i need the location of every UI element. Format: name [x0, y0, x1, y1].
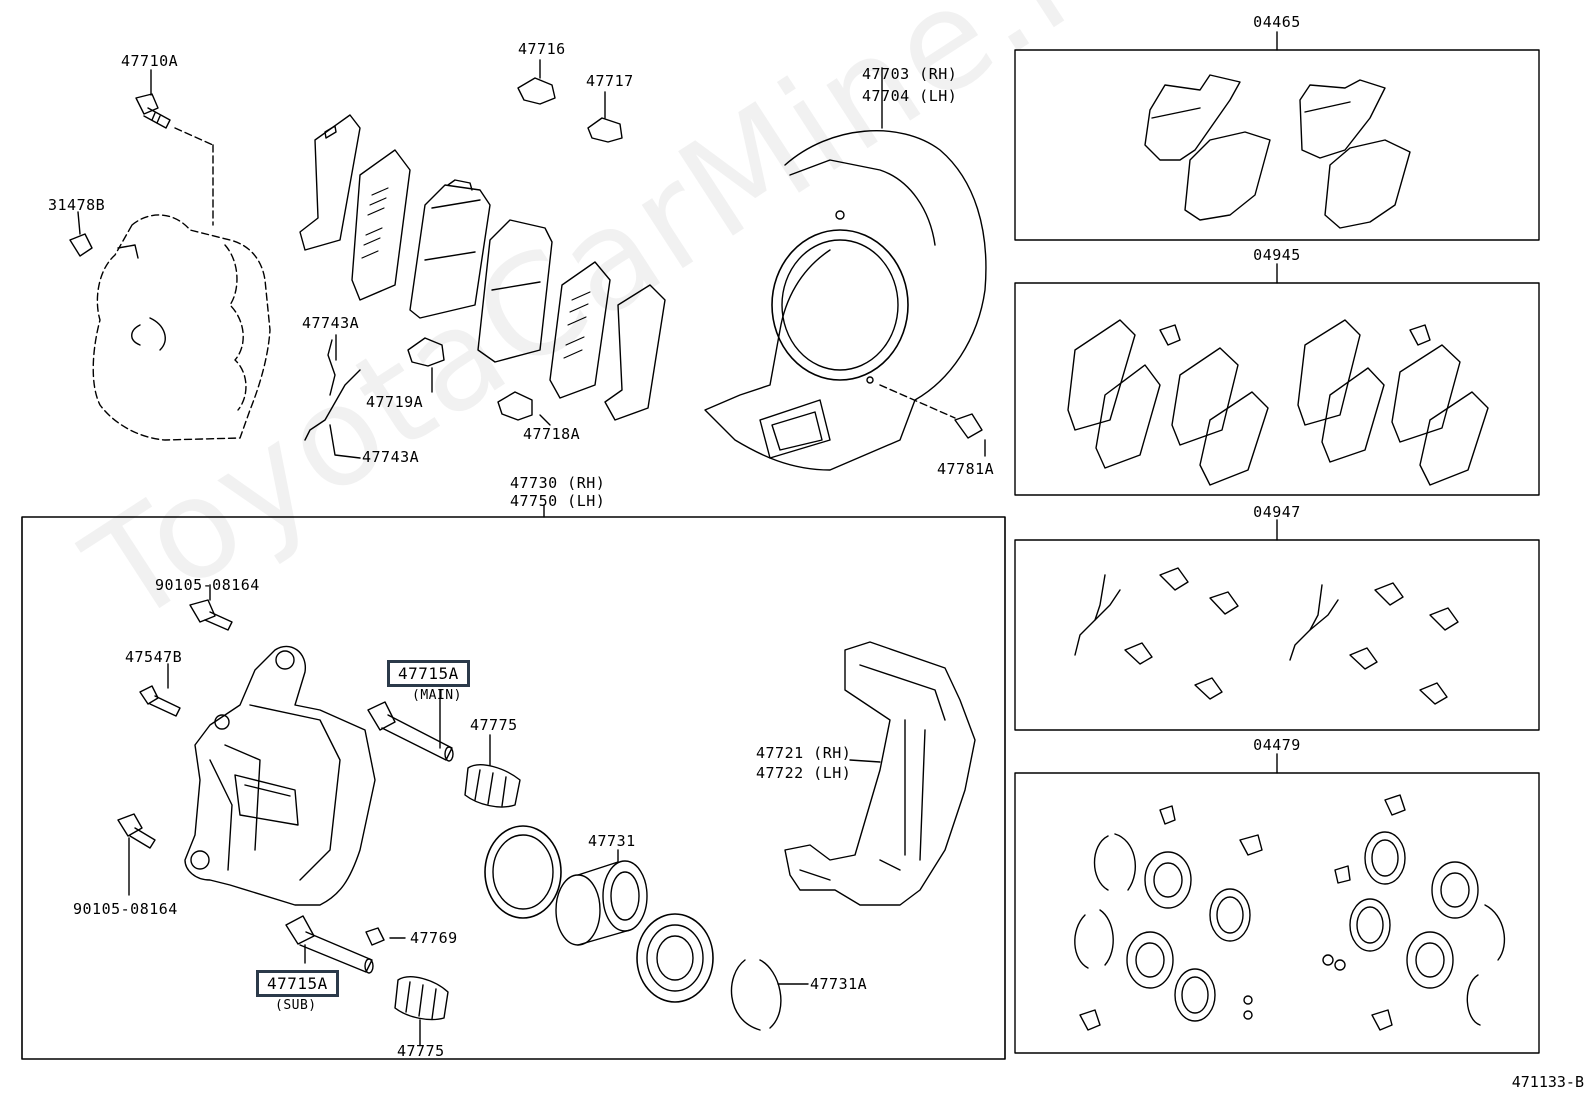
label-47704: 47704 (LH)	[862, 87, 958, 105]
label-47730: 47730 (RH)	[510, 474, 606, 492]
anti-squeal-shim-left	[299, 114, 361, 251]
label-47716: 47716	[518, 40, 566, 58]
pad-support-plate-47716	[517, 59, 556, 105]
bolt-90105-bottom	[117, 813, 156, 896]
label-kit-04465: 04465	[1253, 13, 1301, 31]
label-47722: 47722 (LH)	[756, 764, 852, 782]
label-kit-04479: 04479	[1253, 736, 1301, 754]
pad-support-plate-47719A	[407, 337, 445, 393]
pad-wear-indicator-47743A	[304, 334, 361, 459]
diagram-code: 471133-B	[1511, 1073, 1584, 1091]
kit-04947-frame	[1014, 539, 1540, 731]
label-47717: 47717	[586, 72, 634, 90]
highlight-47715A-sub[interactable]: 47715A	[256, 970, 339, 997]
cylinder-boot-bottom	[394, 976, 449, 1046]
label-47710A: 47710A	[121, 52, 179, 70]
label-47743A-bottom: 47743A	[362, 448, 420, 466]
caliper-cylinder-body	[184, 645, 376, 906]
bolt-90105-top	[189, 584, 233, 631]
label-47775-bottom: 47775	[397, 1042, 445, 1060]
note-sub: (SUB)	[275, 998, 317, 1013]
cylinder-boot-top	[464, 734, 521, 808]
kit-04945-frame	[1014, 282, 1540, 496]
anti-squeal-shim-right	[604, 284, 666, 421]
label-47718A: 47718A	[523, 425, 581, 443]
pad-shim-inner-right	[549, 261, 611, 399]
pad-support-plate-47718A	[497, 391, 551, 426]
slide-pin-sub	[285, 915, 374, 974]
kit-04945-parts	[1067, 319, 1489, 486]
label-47731A: 47731A	[810, 975, 868, 993]
label-47775-top: 47775	[470, 716, 518, 734]
label-47547B: 47547B	[125, 648, 183, 666]
piston-seal	[484, 825, 562, 919]
brake-pad-outer	[477, 219, 553, 363]
bleeder-plug-47547B	[139, 663, 181, 717]
pad-support-plate-47717	[587, 91, 623, 143]
label-31478B: 31478B	[48, 196, 106, 214]
kit-04479-parts	[1074, 794, 1506, 1031]
set-ring-47731A	[730, 959, 809, 1031]
kit-04465-frame	[1014, 49, 1540, 241]
bolt-47710A	[135, 93, 214, 226]
highlight-47715A-main[interactable]: 47715A	[387, 660, 470, 687]
label-kit-04947: 04947	[1253, 503, 1301, 521]
caliper-housing-outline	[92, 214, 271, 441]
label-47703: 47703 (RH)	[862, 65, 958, 83]
kit-04465-parts	[1144, 74, 1411, 229]
pad-shim-inner-left	[351, 149, 411, 301]
label-47743A-top: 47743A	[302, 314, 360, 332]
slide-pin-main	[367, 689, 454, 762]
label-47731: 47731	[588, 832, 636, 850]
label-47781A: 47781A	[937, 460, 995, 478]
piston-boot	[636, 913, 714, 1003]
caliper-assembly-frame	[21, 516, 1006, 1060]
note-main: (MAIN)	[412, 688, 462, 703]
kit-04947-parts	[1074, 567, 1459, 705]
bleeder-cap-31478B	[69, 211, 93, 257]
label-90105-bottom: 90105-08164	[73, 900, 178, 918]
piston-47731	[555, 849, 648, 946]
caliper-mounting-bracket-47721	[784, 641, 976, 906]
label-47769: 47769	[410, 929, 458, 947]
bolt-47781A	[954, 413, 986, 457]
label-47721: 47721 (RH)	[756, 744, 852, 762]
bleeder-cap-47769	[365, 927, 406, 946]
label-47750: 47750 (LH)	[510, 492, 606, 510]
disc-dust-cover-47703	[704, 67, 987, 471]
brake-pad-inner	[409, 179, 491, 319]
label-47719A: 47719A	[366, 393, 424, 411]
label-kit-04945: 04945	[1253, 246, 1301, 264]
label-90105-top: 90105-08164	[155, 576, 260, 594]
